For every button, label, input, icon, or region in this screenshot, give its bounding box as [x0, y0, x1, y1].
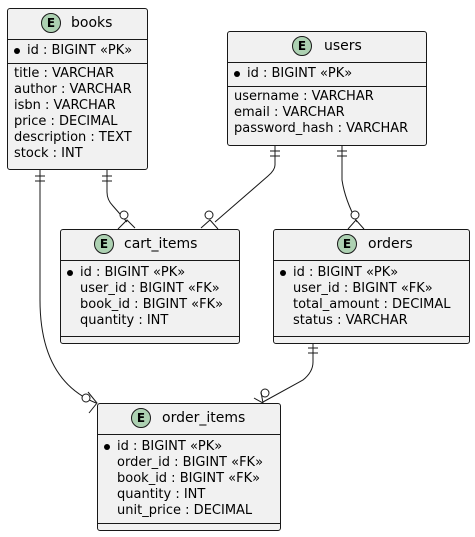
attribute: user_id : BIGINT «FK» [293, 281, 433, 296]
attribute-pk: id : BIGINT «PK» [14, 43, 141, 59]
entity-icon: E [94, 234, 114, 254]
attribute-pk: id : BIGINT «PK» [67, 265, 233, 281]
attribute: book_id : BIGINT «FK» [117, 471, 261, 486]
attribute: price : DECIMAL [14, 114, 118, 129]
entity-title: books [71, 15, 113, 31]
attribute-pk: id : BIGINT «PK» [280, 265, 463, 281]
attribute: author : VARCHAR [14, 82, 132, 97]
attribute: description : TEXT [14, 130, 132, 145]
entity-order-items: E order_items id : BIGINT «PK» order_id … [97, 403, 281, 531]
attribute-pk: id : BIGINT «PK» [104, 439, 274, 455]
attribute: isbn : VARCHAR [14, 98, 116, 113]
entity-title: users [324, 38, 362, 54]
attribute: book_id : BIGINT «FK» [80, 297, 224, 312]
entity-icon: E [131, 408, 151, 428]
entity-icon: E [337, 234, 357, 254]
attribute: quantity : INT [80, 313, 169, 328]
rel-orders-order-items [262, 343, 314, 403]
attribute: order_id : BIGINT «FK» [117, 455, 264, 470]
attribute: quantity : INT [117, 487, 206, 502]
entity-books: E books id : BIGINT «PK» title : VARCHAR… [7, 8, 148, 170]
rel-books-cart-items [106, 169, 128, 223]
attribute: password_hash : VARCHAR [234, 121, 409, 136]
entity-title: order_items [162, 410, 246, 426]
attribute: username : VARCHAR [234, 89, 374, 104]
entity-users: E users id : BIGINT «PK» username : VARC… [227, 31, 427, 146]
attribute-pk: id : BIGINT «PK» [234, 66, 420, 82]
entity-title: orders [368, 236, 413, 252]
attribute: total_amount : DECIMAL [293, 297, 451, 312]
entity-icon: E [41, 13, 61, 33]
attribute: title : VARCHAR [14, 66, 115, 81]
attribute: stock : INT [14, 146, 83, 161]
entity-orders: E orders id : BIGINT «PK» user_id : BIGI… [273, 229, 470, 344]
attribute: unit_price : DECIMAL [117, 503, 253, 518]
entity-title: cart_items [124, 236, 198, 252]
rel-users-cart-items [214, 146, 276, 223]
entity-cart-items: E cart_items id : BIGINT «PK» user_id : … [60, 229, 240, 344]
attribute: email : VARCHAR [234, 105, 345, 120]
entity-icon: E [292, 36, 312, 56]
attribute: status : VARCHAR [293, 313, 408, 328]
attribute: user_id : BIGINT «FK» [80, 281, 220, 296]
